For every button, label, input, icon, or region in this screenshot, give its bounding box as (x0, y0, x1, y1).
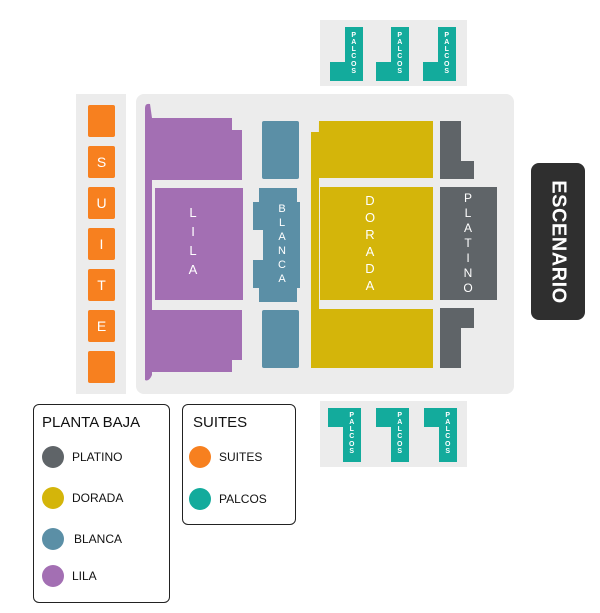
stage: ESCENARIO (531, 163, 585, 320)
dorada-label: D O R A D A (364, 193, 376, 293)
suite-letter: S (96, 154, 107, 170)
suite-box-e[interactable]: E (88, 310, 115, 342)
suite-letter: E (96, 318, 107, 334)
suite-box-i[interactable]: I (88, 228, 115, 260)
legend-label: BLANCA (74, 532, 123, 546)
suite-letter: U (96, 195, 107, 211)
suite-box-u[interactable]: U (88, 187, 115, 219)
legend-label: SUITES (219, 450, 263, 464)
platino-bottom-block[interactable] (440, 308, 478, 368)
legend-item-blanca: BLANCA (42, 528, 122, 550)
blanca-section[interactable] (253, 188, 303, 302)
legend-label: PLATINO (72, 450, 123, 464)
legend-label: LILA (72, 569, 97, 583)
legend-label: DORADA (72, 491, 124, 505)
suites-swatch (189, 446, 211, 468)
suite-box-s[interactable]: S (88, 146, 115, 178)
platino-swatch (42, 446, 64, 468)
blanca-label: B L A N C A (278, 203, 286, 285)
suite-letter: I (99, 236, 104, 252)
suite-box-t[interactable]: T (88, 269, 115, 301)
dorada-section[interactable] (309, 118, 439, 370)
blanca-top-block[interactable] (262, 121, 299, 179)
legend-item-platino: PLATINO (42, 446, 122, 468)
platino-section[interactable] (440, 187, 497, 300)
platino-label: P L A T I N O (463, 191, 473, 295)
palco-bottom-1[interactable] (328, 408, 374, 462)
palco-top-1[interactable] (330, 27, 376, 81)
legend-item-suites: SUITES (189, 446, 262, 468)
platino-top-block[interactable] (440, 121, 478, 181)
stage-label: ESCENARIO (547, 179, 570, 304)
suite-box[interactable] (88, 351, 115, 383)
legend-item-dorada: DORADA (42, 487, 123, 509)
lila-swatch (42, 565, 64, 587)
legend-label: PALCOS (219, 492, 267, 506)
palco-bottom-3[interactable] (424, 408, 470, 462)
legend-suites: SUITES SUITES PALCOS (182, 404, 296, 525)
blanca-swatch (42, 528, 64, 550)
legend-suites-title: SUITES (193, 414, 248, 431)
legend-item-lila: LILA (42, 565, 97, 587)
blanca-bottom-block[interactable] (262, 310, 299, 368)
palco-top-2[interactable] (376, 27, 422, 81)
suite-letter: T (97, 277, 106, 293)
lila-section[interactable] (140, 100, 250, 390)
dorada-swatch (42, 487, 64, 509)
palco-top-3[interactable] (423, 27, 469, 81)
palco-bottom-2[interactable] (376, 408, 422, 462)
lila-label: L I L A (188, 205, 198, 277)
palcos-swatch (189, 488, 211, 510)
legend-planta-baja-title: PLANTA BAJA (42, 414, 141, 431)
legend-item-palcos: PALCOS (189, 488, 267, 510)
legend-planta-baja: PLANTA BAJA PLATINO DORADA BLANCA LILA (33, 404, 170, 603)
suite-box[interactable] (88, 105, 115, 137)
